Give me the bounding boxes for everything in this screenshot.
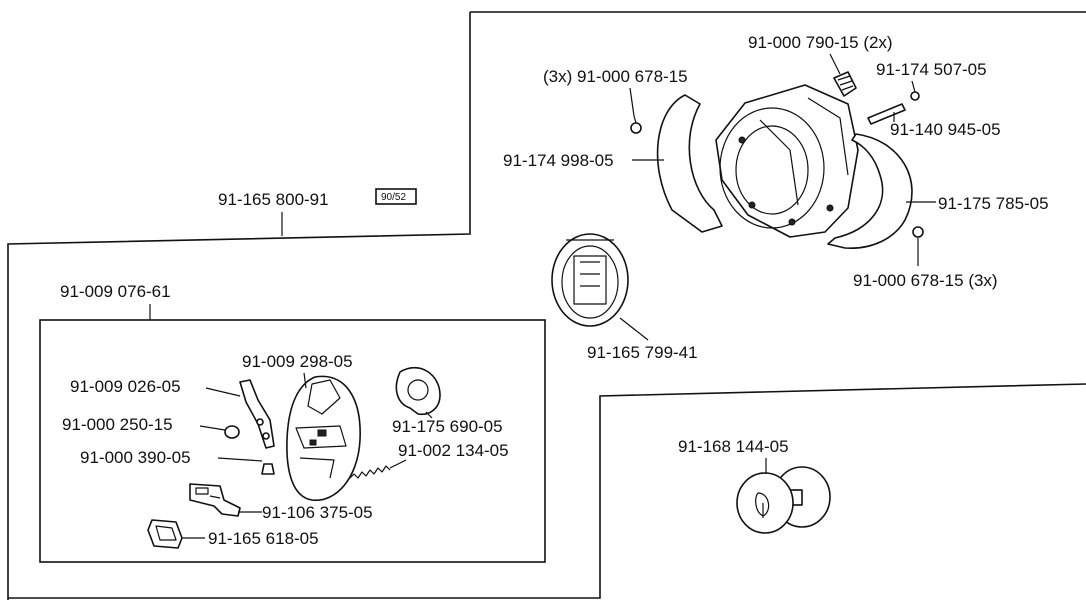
leader-screw-2x (829, 53, 841, 75)
assembly-part-label: 91-165 800-91 (218, 190, 329, 209)
leader-bobbin-case (619, 317, 649, 341)
gib-screw-drawing (224, 425, 240, 439)
leader-spring (389, 459, 407, 469)
label-small-screw: 91-174 507-05 (876, 60, 987, 79)
label-right-cover: 91-175 785-05 (938, 194, 1049, 213)
assembly-badge: 90/52 (381, 192, 406, 203)
label-plate: 91-165 618-05 (208, 529, 319, 548)
label-bobbin: 91-168 144-05 (678, 437, 789, 456)
hook-assembly-label: 91-009 076-61 (60, 282, 171, 301)
small-screw-2-drawing (261, 463, 275, 475)
latch-drawing (189, 483, 241, 517)
screw-3x-right-drawing (912, 226, 924, 238)
leader-small-screw (911, 80, 916, 93)
leader-hook-body (303, 372, 307, 389)
label-cover-plate: 91-175 690-05 (392, 417, 503, 436)
leader-gib-screw (199, 425, 226, 431)
leader-screws-3x-left (629, 87, 635, 117)
bobbin-drawing (736, 466, 831, 534)
label-left-cover: 91-174 998-05 (503, 151, 614, 170)
bobbin-case-drawing (551, 233, 629, 327)
right-cover-drawing (827, 133, 913, 249)
leader-small-screw-2 (217, 457, 263, 462)
label-screws-3x-left: (3x) 91-000 678-15 (543, 67, 688, 86)
hook-body-drawing (286, 375, 361, 501)
cover-plate-drawing (395, 366, 441, 416)
label-screw-2x: 91-000 790-15 (2x) (748, 33, 893, 52)
small-screw-drawing (910, 91, 920, 101)
label-screws-3x-right: 91-000 678-15 (3x) (853, 271, 998, 290)
screw-2x-drawing (833, 71, 857, 97)
label-pin: 91-140 945-05 (890, 120, 1001, 139)
plate-drawing (147, 519, 183, 549)
hook-assembly-box (39, 319, 546, 563)
label-hook-body: 91-009 298-05 (242, 352, 353, 371)
leader-gib-spring (205, 387, 241, 397)
gib-spring-drawing (239, 379, 275, 449)
pin-drawing (867, 103, 906, 125)
assembly-badge-box (375, 188, 417, 205)
label-spring: 91-002 134-05 (398, 441, 509, 460)
assembly-border (7, 11, 1086, 600)
label-latch: 91-106 375-05 (262, 503, 373, 522)
spring-drawing (349, 465, 391, 479)
label-bobbin-case: 91-165 799-41 (587, 343, 698, 362)
screw-3x-left-drawing (630, 115, 642, 134)
label-gib-screw: 91-000 250-15 (62, 415, 173, 434)
hook-housing-drawing (715, 84, 859, 238)
leader-cover-plate (425, 411, 433, 419)
label-gib-spring: 91-009 026-05 (70, 377, 181, 396)
label-small-screw-2: 91-000 390-05 (80, 448, 191, 467)
left-cover-drawing (656, 94, 723, 233)
